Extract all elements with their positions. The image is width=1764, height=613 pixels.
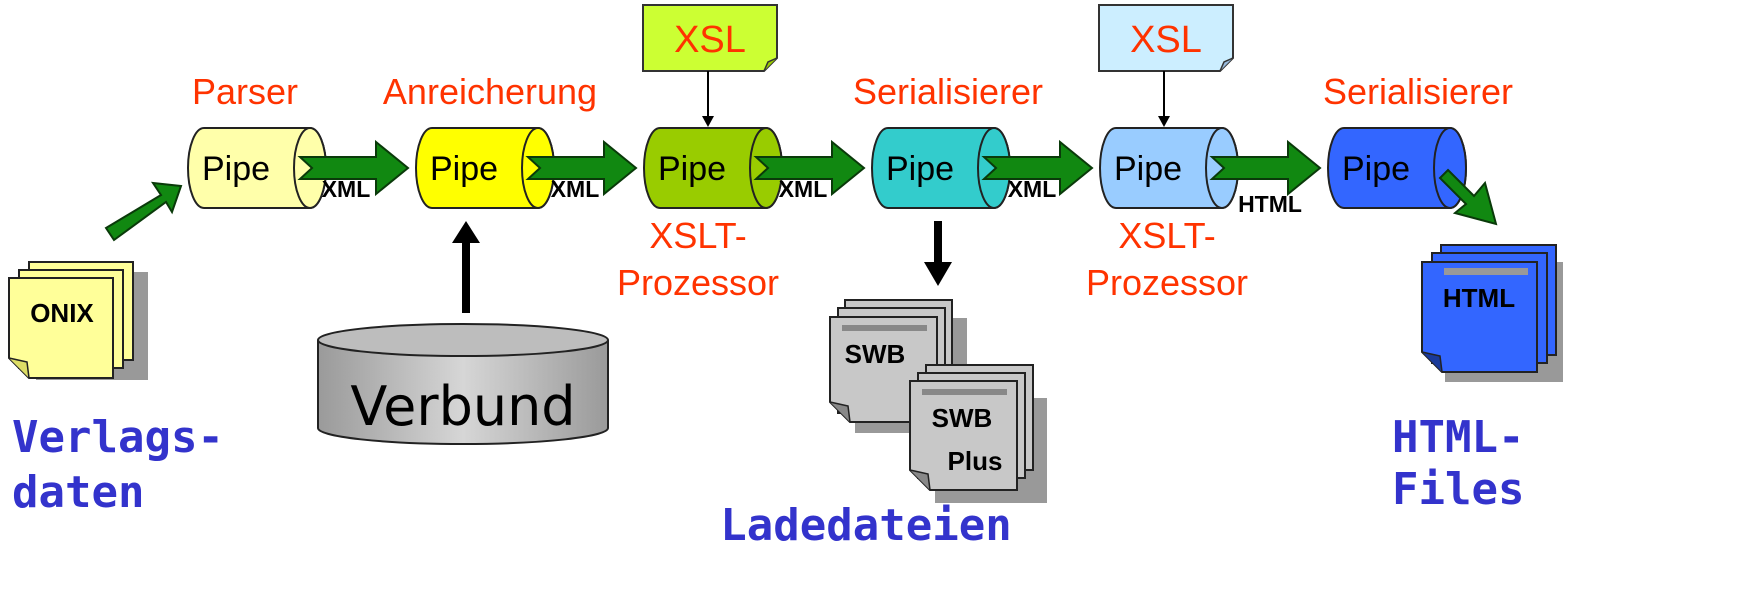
- pipe-label-4: Pipe: [886, 150, 954, 188]
- flow-arrow-4: [981, 139, 1094, 197]
- swb-plus-documents: SWB Plus: [909, 364, 1047, 503]
- pipe-label-5: Pipe: [1114, 150, 1182, 188]
- verbund-database: Verbund: [317, 323, 609, 445]
- onix-label: ONIX: [30, 298, 94, 328]
- html-doc-label: HTML: [1443, 283, 1515, 313]
- flow-arrow-2: [525, 139, 638, 197]
- stage-label-serialisierer-1: Serialisierer: [853, 71, 1043, 112]
- swb-label: SWB: [845, 339, 906, 369]
- stage-label-parser: Parser: [192, 71, 298, 112]
- caption-html-files-line1: HTML-: [1392, 412, 1524, 463]
- caption-ladedateien: Ladedateien: [720, 500, 1011, 551]
- flow-label-2: XML: [551, 176, 600, 202]
- pipe-3: Pipe: [643, 127, 783, 209]
- flow-label-3: XML: [779, 176, 828, 202]
- swb-plus-label-line2: Plus: [948, 446, 1003, 476]
- caption-verlagsdaten-line1: Verlags-: [12, 412, 224, 463]
- stage-label-anreicherung: Anreicherung: [383, 71, 597, 112]
- pipe-4: Pipe: [871, 127, 1011, 209]
- xsl-label-2: XSL: [1130, 19, 1202, 61]
- pipe-1: Pipe: [187, 127, 327, 209]
- processor-label-1-line1: XSLT-: [649, 215, 746, 256]
- flow-label-5: HTML: [1238, 191, 1302, 217]
- flow-label-4: XML: [1008, 176, 1057, 202]
- processor-label-1-line2: Prozessor: [617, 262, 779, 303]
- pipe-2: Pipe: [415, 127, 555, 209]
- output-arrow-ladedateien: [924, 221, 952, 286]
- pipe-label-3: Pipe: [658, 150, 726, 188]
- xsl-label-1: XSL: [674, 19, 746, 61]
- flow-arrow-5: [1209, 139, 1322, 197]
- xsl-box-2: XSL: [1098, 4, 1234, 72]
- database-arrow: [452, 221, 480, 313]
- flow-arrow-3: [753, 139, 866, 197]
- pipe-label-1: Pipe: [202, 150, 270, 188]
- output-arrow-html: [1438, 168, 1498, 226]
- pipe-label-6: Pipe: [1342, 150, 1410, 188]
- xsl-box-1: XSL: [642, 4, 778, 72]
- caption-html-files-line2: Files: [1392, 464, 1524, 515]
- processor-label-2-line2: Prozessor: [1086, 262, 1248, 303]
- stage-label-serialisierer-2: Serialisierer: [1323, 71, 1513, 112]
- onix-documents: ONIX: [8, 261, 148, 380]
- pipe-label-2: Pipe: [430, 150, 498, 188]
- flow-arrow-1: [297, 139, 410, 197]
- flow-label-1: XML: [322, 176, 371, 202]
- caption-verlagsdaten-line2: daten: [12, 467, 144, 518]
- database-label: Verbund: [350, 375, 575, 438]
- html-documents: HTML: [1421, 244, 1563, 382]
- pipe-6: Pipe: [1327, 127, 1467, 209]
- pipe-5: Pipe: [1099, 127, 1239, 209]
- swb-plus-label-line1: SWB: [932, 403, 993, 433]
- processor-label-2-line1: XSLT-: [1118, 215, 1215, 256]
- input-arrow: [104, 181, 183, 242]
